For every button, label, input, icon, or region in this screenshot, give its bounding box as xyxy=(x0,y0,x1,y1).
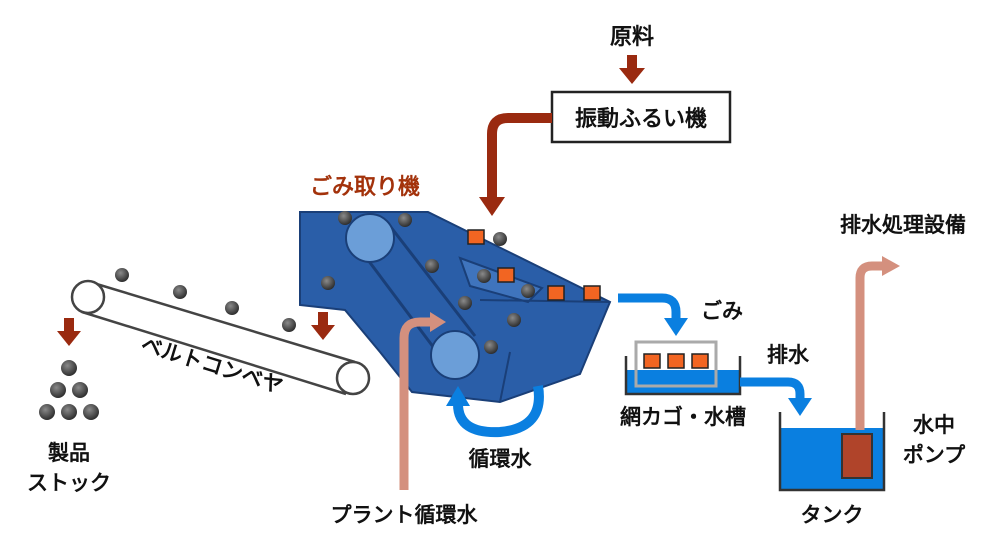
pellets-conveyor xyxy=(115,268,296,332)
trash-piece xyxy=(667,353,685,369)
pellet xyxy=(521,284,535,298)
pellet xyxy=(61,404,77,420)
pellet xyxy=(338,211,352,225)
trash-piece xyxy=(497,267,515,283)
raw-material-arrow xyxy=(619,55,645,84)
trash-pieces xyxy=(467,229,601,301)
product-stock-label-line2: ストック xyxy=(27,471,111,495)
raw-material-label: 原料 xyxy=(610,25,654,50)
lower-roller xyxy=(430,330,480,380)
conveyor-roller-right xyxy=(335,360,371,396)
product-stock-pile xyxy=(39,360,99,420)
vibrating-screen-label: 振動ふるい機 xyxy=(575,107,707,132)
pellet xyxy=(72,382,88,398)
drainage-arrow xyxy=(740,377,812,416)
drainage-label: 排水 xyxy=(767,343,810,367)
belt-conveyor-label: ベルトコンベヤ xyxy=(138,332,286,398)
mesh-basket-tank-label: 網カゴ・水槽 xyxy=(620,405,746,429)
product-stock-label-line1: 製品 xyxy=(47,441,90,465)
pellet xyxy=(493,232,507,246)
plant-water-arrow xyxy=(399,312,446,490)
conveyor-roller-left xyxy=(70,279,106,315)
pellet xyxy=(484,340,498,354)
circulating-water-label: 循環水 xyxy=(469,447,533,471)
pellets-machine xyxy=(321,211,535,354)
pellet xyxy=(39,404,55,420)
wastewater-arrow xyxy=(855,256,900,430)
trash-piece xyxy=(643,353,661,369)
tank xyxy=(778,412,886,492)
trash-flow-arrow xyxy=(618,293,688,336)
tank-label: タンク xyxy=(801,503,864,527)
pellet xyxy=(458,296,472,310)
upper-roller xyxy=(345,213,395,263)
submersible-pump-label-line1: 水中 xyxy=(913,413,955,437)
trash-remover-label: ごみ取り機 xyxy=(310,174,420,200)
trash-piece xyxy=(547,285,565,301)
product-drop-arrow xyxy=(57,318,81,346)
pellet xyxy=(282,318,296,332)
screen-to-trash-remover-arrow xyxy=(479,113,552,216)
pellet xyxy=(50,382,66,398)
pellet xyxy=(507,313,521,327)
pellet xyxy=(425,259,439,273)
pellet xyxy=(477,269,491,283)
pellet xyxy=(61,360,77,376)
submersible-pump-label-line2: ポンプ xyxy=(903,443,966,467)
trash-piece xyxy=(467,229,485,245)
circulating-water-arrow xyxy=(446,385,544,438)
pellet xyxy=(83,404,99,420)
belt-conveyor xyxy=(70,279,371,396)
trash-piece xyxy=(583,285,601,301)
trash-label: ごみ xyxy=(701,299,743,323)
pellet xyxy=(321,276,335,290)
pellet xyxy=(225,301,239,315)
mesh-basket xyxy=(634,340,718,388)
pellet xyxy=(398,213,412,227)
wastewater-facility-label: 排水処理設備 xyxy=(840,213,966,237)
discharge-arrow xyxy=(311,312,335,340)
trash-piece xyxy=(691,353,709,369)
plant-circulating-water-label: プラント循環水 xyxy=(331,503,479,527)
trash-remover-machine xyxy=(299,211,612,404)
mesh-basket-tank xyxy=(624,340,742,396)
pellet xyxy=(115,268,129,282)
pellet xyxy=(173,285,187,299)
submersible-pump xyxy=(841,433,873,479)
